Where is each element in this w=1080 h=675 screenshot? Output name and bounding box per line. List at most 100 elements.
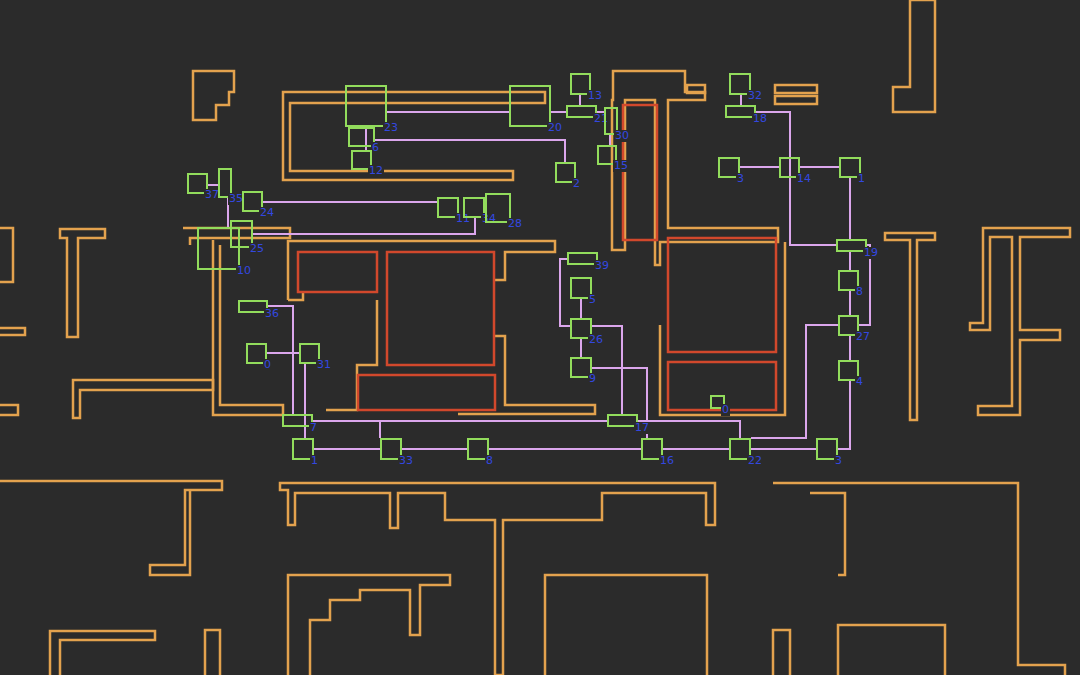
map-marker: 27 <box>838 315 859 336</box>
map-marker: 3 <box>718 157 740 178</box>
route-line <box>849 252 851 270</box>
route-line <box>800 166 839 168</box>
marker-number: 23 <box>383 122 399 134</box>
map-marker: 6 <box>348 127 375 147</box>
map-marker: 36 <box>238 300 268 313</box>
route-line <box>313 421 380 438</box>
map-marker: 10 <box>197 227 240 270</box>
map-marker: 0 <box>246 343 267 364</box>
route-line <box>551 111 566 113</box>
marker-number: 6 <box>371 142 380 154</box>
route-line <box>580 299 582 318</box>
route-line <box>387 111 509 113</box>
marker-number: 1 <box>857 173 866 185</box>
map-marker: 28 <box>485 193 511 223</box>
marker-number: 25 <box>249 243 265 255</box>
marker-number: 17 <box>634 422 650 434</box>
marker-number: 20 <box>547 122 563 134</box>
route-line <box>208 184 218 186</box>
marker-number: 15 <box>613 160 629 172</box>
marker-number: 18 <box>752 113 768 125</box>
route-line <box>838 381 850 449</box>
marker-number: 19 <box>863 247 879 259</box>
marker-number: 8 <box>855 286 864 298</box>
route-line <box>609 135 611 145</box>
map-marker: 15 <box>597 145 617 165</box>
marker-number: 36 <box>264 308 280 320</box>
map-marker: 22 <box>729 438 751 460</box>
marker-number: 4 <box>855 376 864 388</box>
map-marker: 33 <box>380 438 402 460</box>
route-line <box>740 166 779 168</box>
route-line <box>560 259 570 326</box>
map-marker: 13 <box>570 73 591 95</box>
map-marker: 14 <box>779 157 800 178</box>
marker-number: 3 <box>736 173 745 185</box>
marker-number: 21 <box>593 113 609 125</box>
route-line <box>849 291 851 315</box>
marker-number: 1 <box>310 455 319 467</box>
map-marker: 35 <box>218 168 232 198</box>
marker-number: 34 <box>481 213 497 225</box>
route-line <box>751 325 838 438</box>
map-marker: 31 <box>299 343 320 364</box>
map-marker: 1 <box>292 438 314 460</box>
map-marker: 8 <box>467 438 489 460</box>
map-marker: 2 <box>555 162 576 183</box>
marker-number: 14 <box>796 173 812 185</box>
map-marker: 24 <box>242 191 263 212</box>
marker-number: 7 <box>309 422 318 434</box>
map-marker: 34 <box>463 197 485 218</box>
route-line <box>263 201 437 203</box>
marker-number: 30 <box>614 130 630 142</box>
map-marker: 16 <box>641 438 663 460</box>
map-marker: 3 <box>816 438 838 460</box>
marker-number: 31 <box>316 359 332 371</box>
marker-number: 5 <box>588 294 597 306</box>
marker-number: 13 <box>587 90 603 102</box>
map-marker: 32 <box>729 73 751 95</box>
route-line <box>740 95 742 105</box>
map-marker: 8 <box>838 270 859 291</box>
map-marker: 9 <box>570 357 592 378</box>
marker-number: 28 <box>507 218 523 230</box>
map-marker: 17 <box>607 414 638 427</box>
marker-number: 32 <box>747 90 763 102</box>
map-marker: 26 <box>570 318 592 339</box>
map-marker: 39 <box>567 252 598 265</box>
marker-number: 10 <box>236 265 252 277</box>
map-marker: 25 <box>230 220 253 248</box>
route-line <box>580 339 582 357</box>
map-marker: 18 <box>725 105 756 118</box>
marker-number: 0 <box>263 359 272 371</box>
map-marker: 4 <box>838 360 859 381</box>
marker-number: 8 <box>485 455 494 467</box>
marker-number: 9 <box>588 373 597 385</box>
route-line <box>402 448 467 450</box>
map-marker: 0 <box>710 395 725 409</box>
map-marker: 30 <box>604 107 618 135</box>
marker-number: 0 <box>721 404 730 416</box>
route-line <box>756 112 836 245</box>
route-line <box>313 420 607 422</box>
marker-number: 33 <box>398 455 414 467</box>
route-line <box>375 140 565 162</box>
marker-number: 22 <box>747 455 763 467</box>
route-line <box>663 448 729 450</box>
marker-number: 12 <box>368 165 384 177</box>
route-line <box>253 218 475 234</box>
route-line <box>638 421 740 438</box>
map-marker: 19 <box>836 239 867 252</box>
marker-number: 26 <box>588 334 604 346</box>
map-marker: 37 <box>187 173 208 194</box>
marker-number: 27 <box>855 331 871 343</box>
map-marker: 21 <box>566 105 597 118</box>
map-marker: 23 <box>345 85 387 127</box>
route-line <box>751 448 816 450</box>
marker-number: 2 <box>572 178 581 190</box>
route-line <box>849 178 851 239</box>
route-line <box>267 352 299 354</box>
map-marker: 7 <box>282 414 313 427</box>
